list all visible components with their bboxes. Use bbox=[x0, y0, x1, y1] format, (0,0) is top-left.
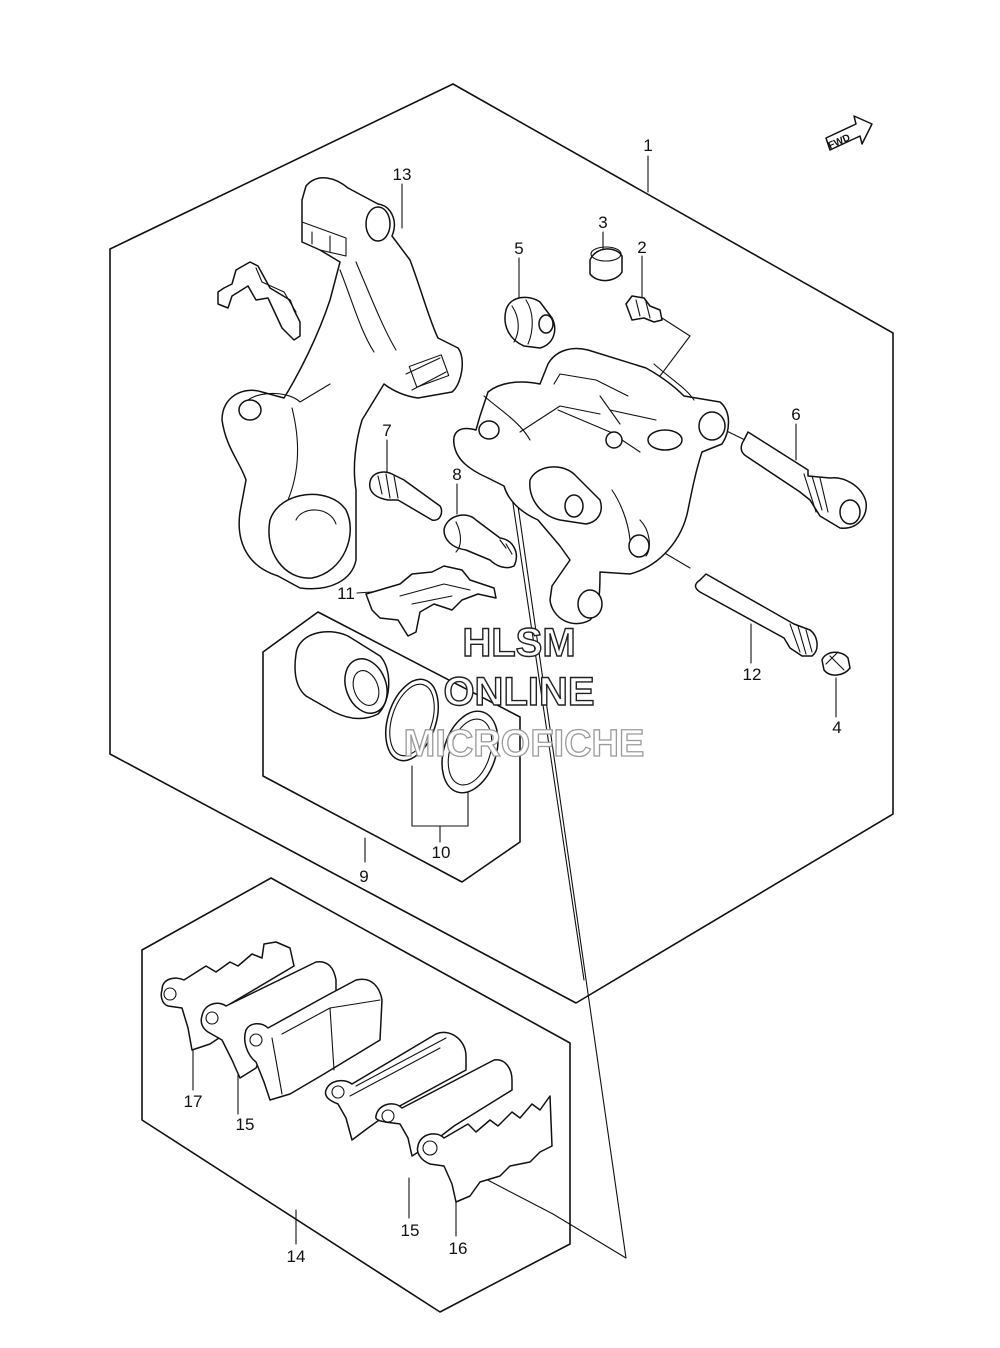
pad-shim-17 bbox=[160, 941, 295, 1051]
callout-8: 8 bbox=[452, 465, 461, 484]
assembly-frame-9 bbox=[262, 611, 521, 883]
watermark: HLSM ONLINE MICROFICHE bbox=[403, 620, 645, 765]
slide-pin-6 bbox=[740, 431, 867, 529]
callout-16: 16 bbox=[449, 1239, 468, 1258]
pad-shim-16 bbox=[416, 1095, 553, 1203]
callout-9: 9 bbox=[359, 867, 368, 886]
pad-friction-block-right bbox=[324, 1031, 467, 1141]
watermark-line-2: ONLINE bbox=[443, 670, 594, 714]
watermark-line-1: HLSM bbox=[462, 621, 575, 665]
brake-pad-15-right bbox=[375, 1059, 513, 1157]
seals-10 bbox=[384, 678, 499, 794]
bleeder-valve-2 bbox=[625, 295, 663, 323]
callout-5: 5 bbox=[514, 239, 523, 258]
callout-15-right: 15 bbox=[401, 1221, 420, 1240]
callout-7: 7 bbox=[382, 421, 391, 440]
slide-pin-bolt-7 bbox=[368, 471, 443, 521]
callout-6: 6 bbox=[791, 405, 800, 424]
callout-14: 14 bbox=[287, 1247, 306, 1266]
pad-spring-clip bbox=[217, 261, 301, 341]
callout-13: 13 bbox=[393, 165, 412, 184]
boot-5 bbox=[504, 296, 556, 349]
callout-3: 3 bbox=[598, 213, 607, 232]
slide-pin-12 bbox=[694, 573, 818, 657]
callout-1: 1 bbox=[643, 136, 652, 155]
piston-9 bbox=[294, 631, 390, 720]
callout-4: 4 bbox=[832, 718, 841, 737]
pad-spring-11 bbox=[365, 565, 497, 637]
pad-friction-block-left bbox=[244, 978, 383, 1101]
callout-10: 10 bbox=[432, 843, 451, 862]
callout-11: 11 bbox=[337, 584, 355, 603]
assembly-frame-1 bbox=[109, 83, 894, 1004]
brake-pad-15-left bbox=[200, 960, 337, 1079]
pin-boot-8 bbox=[443, 514, 518, 569]
callout-17: 17 bbox=[184, 1092, 203, 1111]
watermark-line-3: MICROFICHE bbox=[404, 723, 645, 765]
callout-2: 2 bbox=[637, 238, 646, 257]
plug-4 bbox=[821, 651, 851, 676]
bleeder-cap-3 bbox=[589, 246, 623, 282]
assembly-frame-14 bbox=[141, 877, 571, 1313]
callout-labels: 1 2 3 4 5 6 7 8 9 10 11 12 13 14 15 15 1… bbox=[184, 136, 842, 1266]
caliper-bracket-13 bbox=[221, 177, 464, 590]
caliper-body-1 bbox=[453, 347, 730, 625]
callout-12: 12 bbox=[743, 665, 762, 684]
fwd-direction-arrow: FWD bbox=[825, 115, 873, 152]
callout-15-left: 15 bbox=[236, 1115, 255, 1134]
